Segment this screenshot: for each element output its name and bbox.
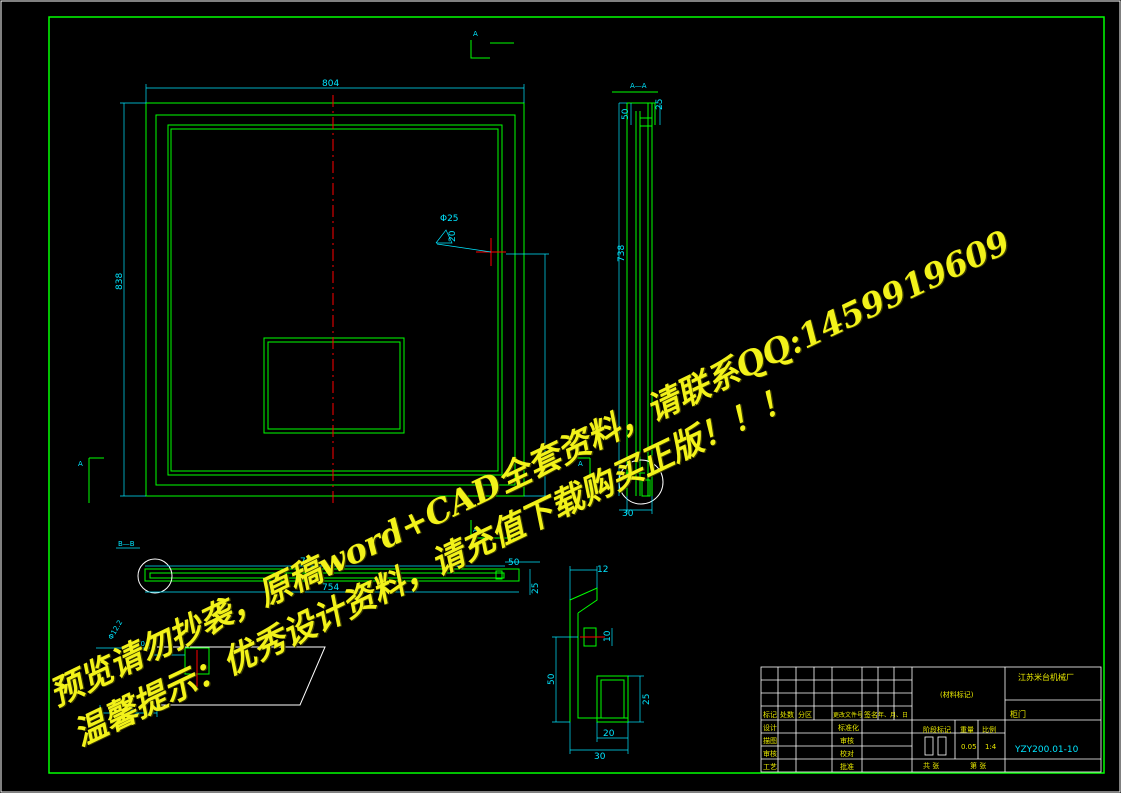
dim-side-50: 50 [621, 108, 631, 120]
dim-w-754: 754 [322, 583, 339, 593]
tb-left-label-1: 审核 [763, 749, 777, 758]
tb-row-label-0: 标记 [763, 710, 777, 719]
dim-hole-dia: Φ25 [440, 214, 459, 224]
tb-sheet-total: 共 张 [923, 761, 939, 770]
tb-row-label-3: 更改文件号 [833, 711, 863, 719]
bb-section-view [116, 547, 540, 595]
label-a-top: A [473, 30, 478, 38]
dim-838: 838 [115, 273, 125, 290]
dim-side-738: 738 [617, 245, 627, 262]
tb-row-label-4: 签名 [864, 710, 878, 719]
section-marks-a [88, 40, 591, 539]
tb-scale: 1:4 [985, 743, 997, 751]
label-bb-view: B—B [118, 540, 135, 548]
dim-bl-25: 25 [122, 704, 133, 714]
dim-det-25: 25 [642, 694, 652, 705]
side-section-view [612, 91, 664, 514]
label-aa-view: A—A [630, 82, 647, 90]
tb-row-label-1: 处数 [780, 710, 794, 719]
dim-bl-m10: M10 [130, 640, 145, 648]
dim-w-704: 704 [300, 557, 317, 567]
dim-det-10: 10 [603, 630, 613, 642]
tb-mid-label-0: 标准化 [838, 723, 859, 732]
title-block [760, 666, 1102, 773]
tb-mid-label-1: 审核 [840, 736, 854, 745]
tb-stage-label: 阶段标记 [923, 725, 951, 734]
dim-hole-depth: 20 [448, 230, 458, 242]
label-a-right: A [578, 460, 583, 468]
profile-detail-view [552, 566, 644, 754]
tb-sheet-no: 第 张 [970, 761, 986, 770]
tb-scale-label: 比例 [982, 725, 996, 734]
tb-company: 江苏米台机械厂 [1018, 672, 1074, 682]
dim-side-30: 30 [622, 509, 634, 519]
dim-det-20: 20 [603, 729, 615, 739]
tb-drawing-no: YZY200.01-10 [1014, 745, 1079, 755]
label-a-bottom: A [473, 526, 478, 534]
tb-weight-label: 重量 [960, 726, 974, 734]
tb-left-label-b0: 描图 [763, 736, 777, 745]
inner-frame [48, 16, 1105, 774]
dim-det-50: 50 [547, 673, 557, 685]
tb-row-label-2: 分区 [798, 710, 812, 719]
tb-weight: 0.05 [961, 743, 977, 751]
front-view [120, 84, 549, 505]
dim-bb-25: 25 [531, 583, 541, 594]
dim-det-12: 12 [597, 565, 608, 575]
tb-mid-label-2: 校对 [840, 749, 854, 758]
tb-part-name: 柜门 [1010, 709, 1026, 719]
hinge-detail-view [96, 646, 326, 717]
tb-row-label-5: 年、月、日 [878, 711, 908, 719]
label-a-left: A [78, 460, 83, 468]
tb-mid-label-3: 批准 [840, 762, 854, 771]
tb-left-label-0: 设计 [763, 723, 777, 732]
tb-material: (材料标记) [940, 690, 974, 699]
tb-left-label-2: 工艺 [763, 763, 777, 771]
dim-side-25: 25 [655, 99, 665, 110]
dim-804: 804 [322, 79, 339, 89]
dim-det-30: 30 [594, 752, 606, 762]
dim-bb-50: 50 [508, 558, 520, 568]
